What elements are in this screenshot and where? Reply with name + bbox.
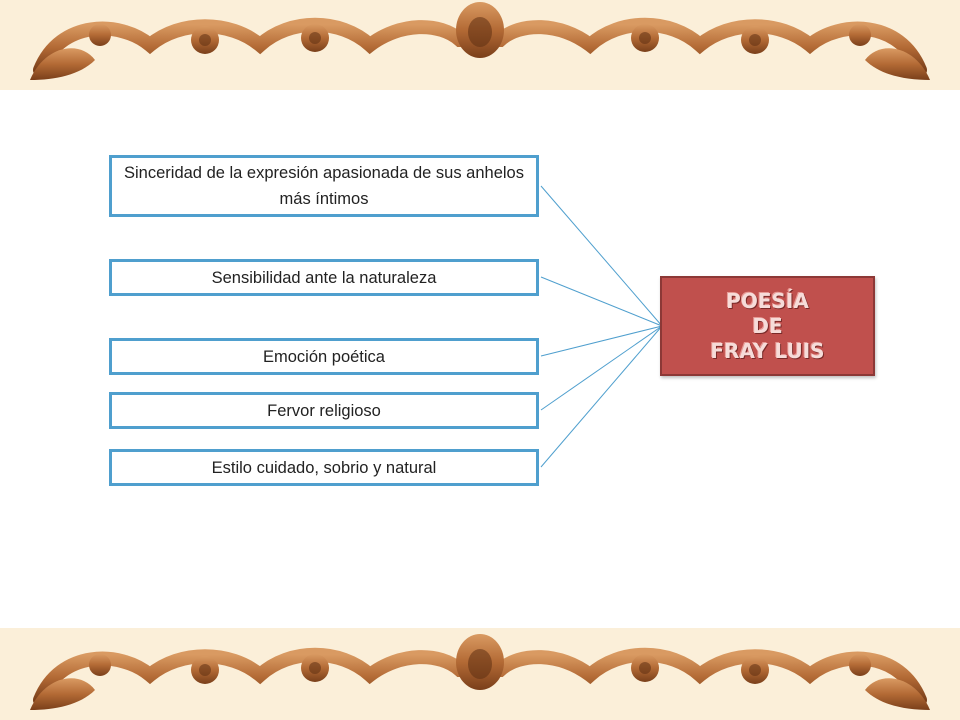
top-ornament-border (0, 0, 960, 90)
diagram-item-label: Fervor religioso (267, 401, 381, 420)
diagram-item-label: Emoción poética (263, 347, 385, 366)
diagram-item-estilo: Estilo cuidado, sobrio y natural (109, 449, 539, 486)
hub-title-line-3: FRAY LUIS (710, 338, 825, 363)
carved-ornament-icon (30, 2, 930, 80)
carved-ornament-icon (30, 634, 930, 710)
diagram-item-emocion: Emoción poética (109, 338, 539, 375)
connector-line-1 (540, 185, 663, 327)
hub-title-line-1: POESÍA (726, 288, 809, 313)
connector-line-4 (540, 325, 663, 411)
hub-title-line-2: DE (752, 313, 783, 338)
diagram-item-sensibilidad: Sensibilidad ante la naturaleza (109, 259, 539, 296)
diagram-item-label: Sensibilidad ante la naturaleza (211, 268, 437, 287)
diagram-item-label: Estilo cuidado, sobrio y natural (211, 458, 437, 477)
connector-line-2 (540, 276, 663, 327)
diagram-item-fervor: Fervor religioso (109, 392, 539, 429)
diagram-item-label: Sinceridad de la expresión apasionada de… (124, 164, 524, 208)
diagram-hub-poesia-fray-luis: POESÍA DE FRAY LUIS (660, 276, 875, 376)
diagram-item-sinceridad: Sinceridad de la expresión apasionada de… (109, 155, 539, 217)
connector-line-5 (540, 325, 663, 468)
bottom-ornament-border (0, 628, 960, 720)
connector-line-3 (540, 325, 663, 357)
